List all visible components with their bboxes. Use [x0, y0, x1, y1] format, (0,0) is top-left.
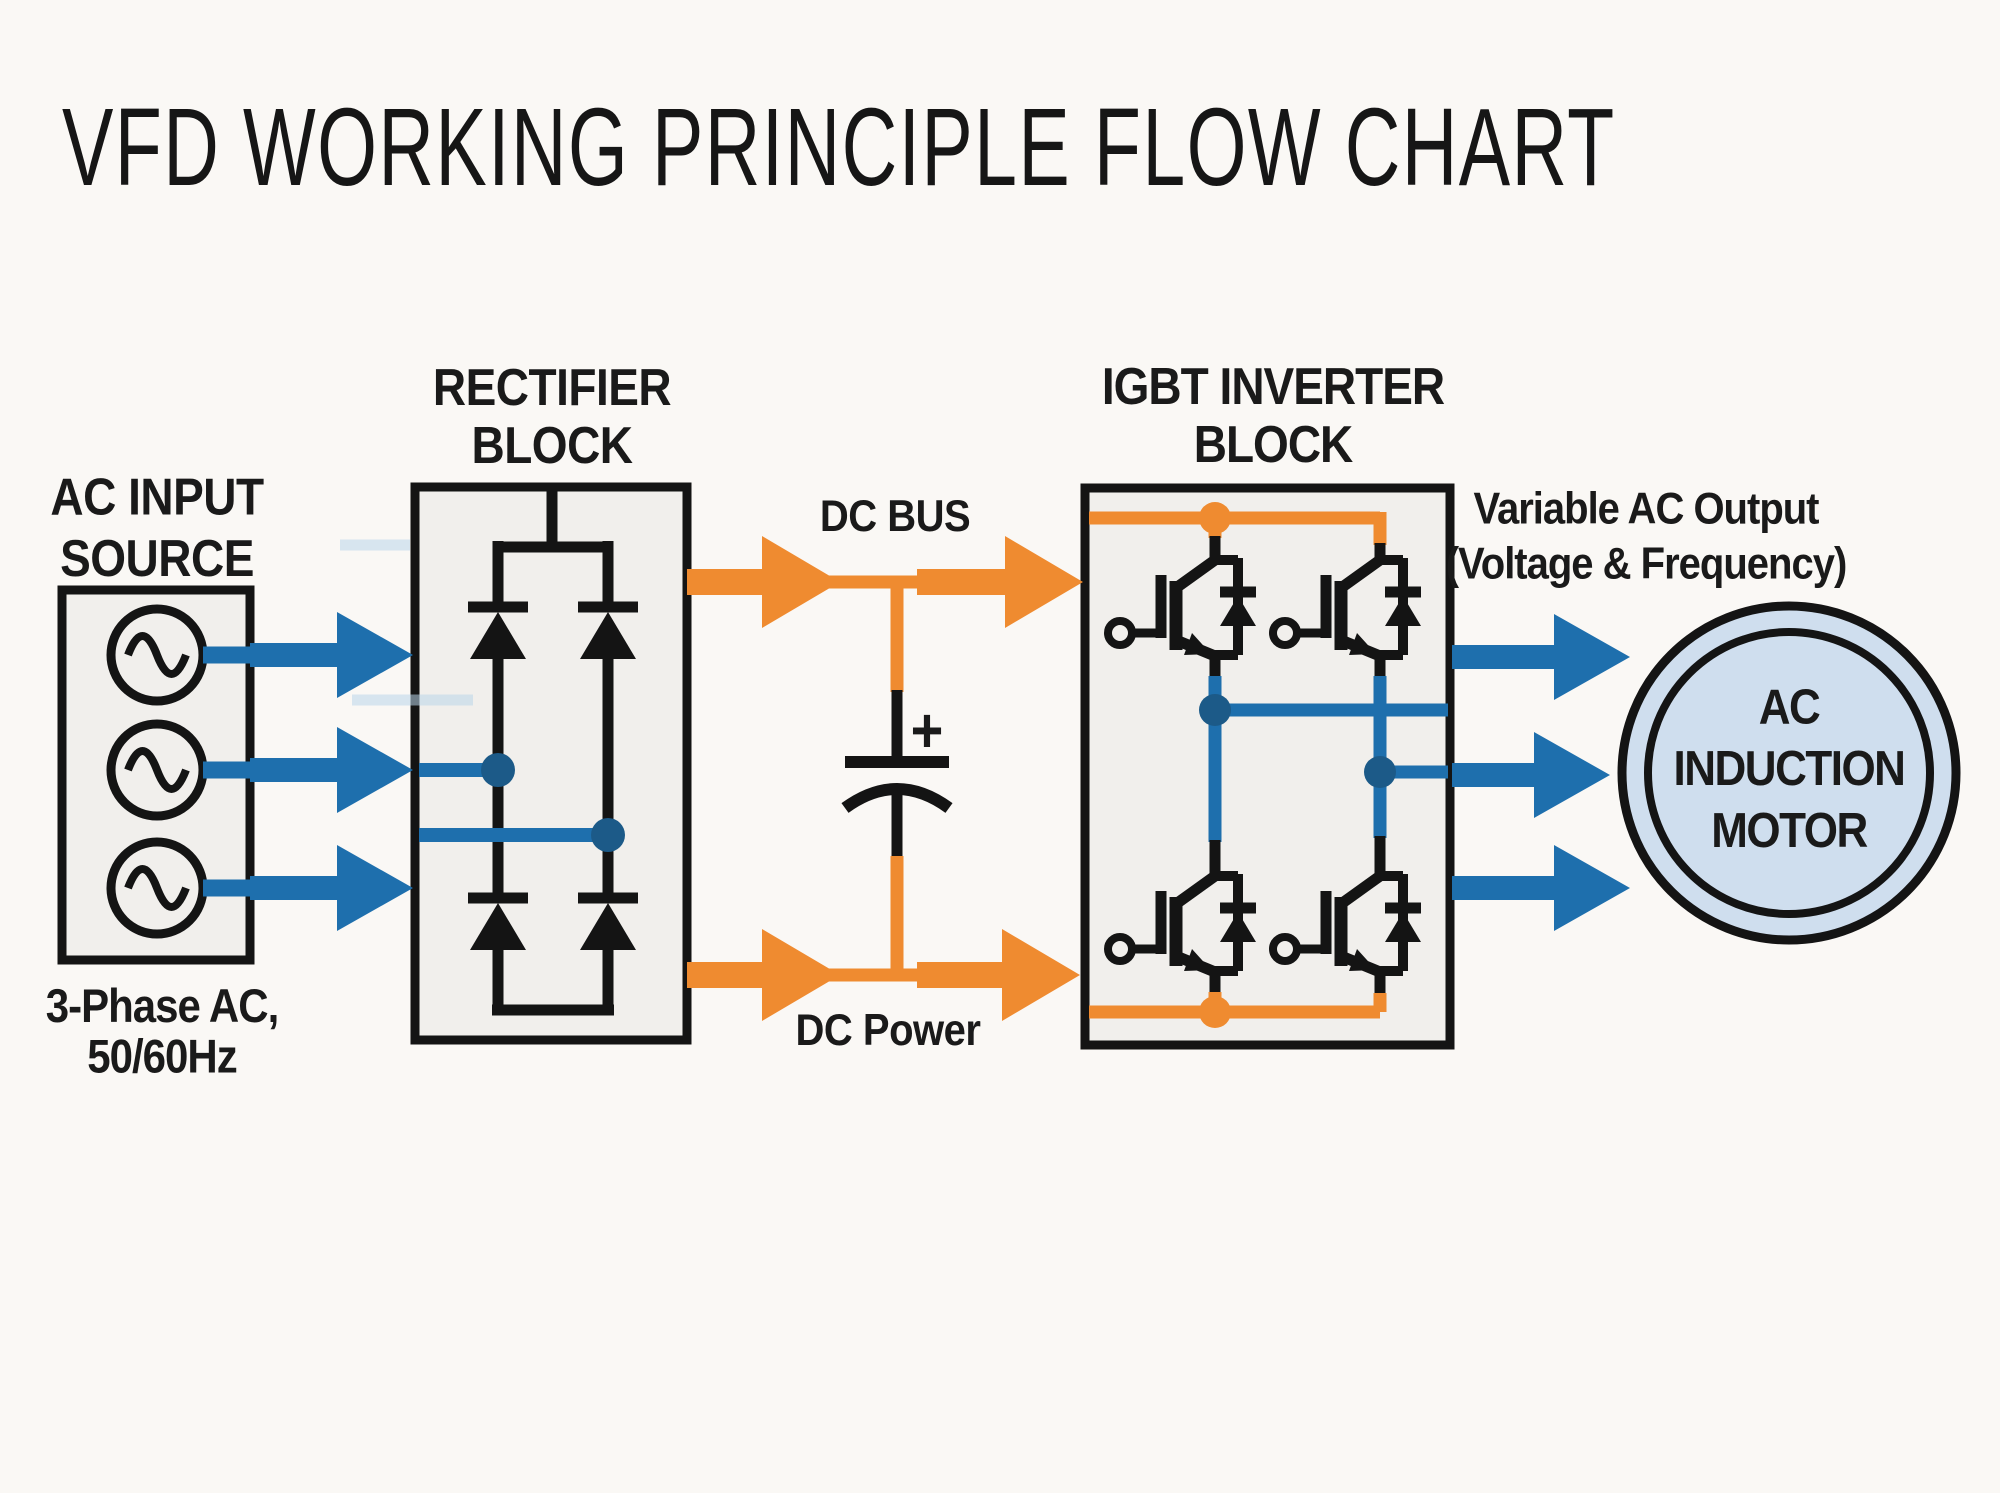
rectifier-block-label: RECTIFIER BLOCK [432, 357, 672, 475]
label-line: BLOCK [1193, 415, 1354, 474]
phase-stub-lines [203, 646, 253, 897]
junction-dot [481, 753, 515, 787]
label-line: INDUCTION [1673, 741, 1906, 797]
motor-outer-ring [1617, 601, 1961, 945]
ac-induction-motor [1617, 601, 1961, 945]
capacitor-icon [841, 588, 953, 970]
variable-ac-output-arrows [1452, 614, 1630, 931]
label-line: BLOCK [471, 416, 633, 475]
junction-dot [1364, 756, 1396, 788]
label-line: Variable AC Output [1473, 484, 1819, 534]
output-arrow-2 [1452, 732, 1610, 818]
dc-power-label: DC Power [795, 1005, 981, 1056]
label-line: AC [1758, 679, 1821, 735]
input-arrow-2 [250, 727, 413, 813]
igbt-inverter-internals [1089, 502, 1448, 1028]
ac-source-icons [111, 609, 253, 934]
label-line: IGBT INVERTER [1101, 356, 1445, 415]
dc-bus-flow [687, 536, 1083, 628]
label-line: SOURCE [60, 529, 254, 588]
motor-label: AC INDUCTION MOTOR [1673, 677, 1906, 862]
label-line: MOTOR [1711, 803, 1868, 859]
label-line: (Voltage & Frequency) [1445, 539, 1848, 589]
input-arrow-3 [250, 845, 413, 931]
label-line: 3-Phase AC, [45, 979, 280, 1033]
motor-inner-ring [1644, 628, 1934, 918]
rectifier-bridge [340, 489, 638, 1016]
junction-dot [1199, 694, 1231, 726]
label-line: RECTIFIER [432, 357, 672, 416]
igbt-inverter-block-label: IGBT INVERTER BLOCK [1101, 356, 1445, 474]
junction-dot [1199, 996, 1231, 1028]
dc-bus-arrow-2 [917, 536, 1083, 628]
output-arrow-1 [1452, 614, 1630, 700]
ac-input-source-label: AC INPUT SOURCE [50, 466, 264, 589]
output-arrow-3 [1452, 845, 1630, 931]
dc-bus-arrow-1 [687, 536, 840, 628]
junction-dot [1199, 502, 1231, 534]
three-phase-input-arrows [250, 612, 413, 931]
three-phase-label: 3-Phase AC, 50/60Hz [45, 979, 280, 1083]
junction-dot [591, 818, 625, 852]
input-arrow-1 [250, 612, 413, 698]
page-title: VFD WORKING PRINCIPLE FLOW CHART [62, 86, 1616, 209]
capacitor-plus-sign: + [910, 694, 944, 766]
dc-power-arrow-1 [687, 929, 840, 1021]
variable-ac-output-label: Variable AC Output (Voltage & Frequency) [1445, 482, 1848, 592]
capacitor-plate-bottom [841, 783, 953, 813]
label-line: 50/60Hz [87, 1029, 237, 1083]
dc-power-arrow-2 [917, 929, 1080, 1021]
dc-bus-label: DC BUS [819, 491, 971, 542]
dc-power-flow [687, 929, 1080, 1021]
label-line: AC INPUT [50, 467, 264, 526]
